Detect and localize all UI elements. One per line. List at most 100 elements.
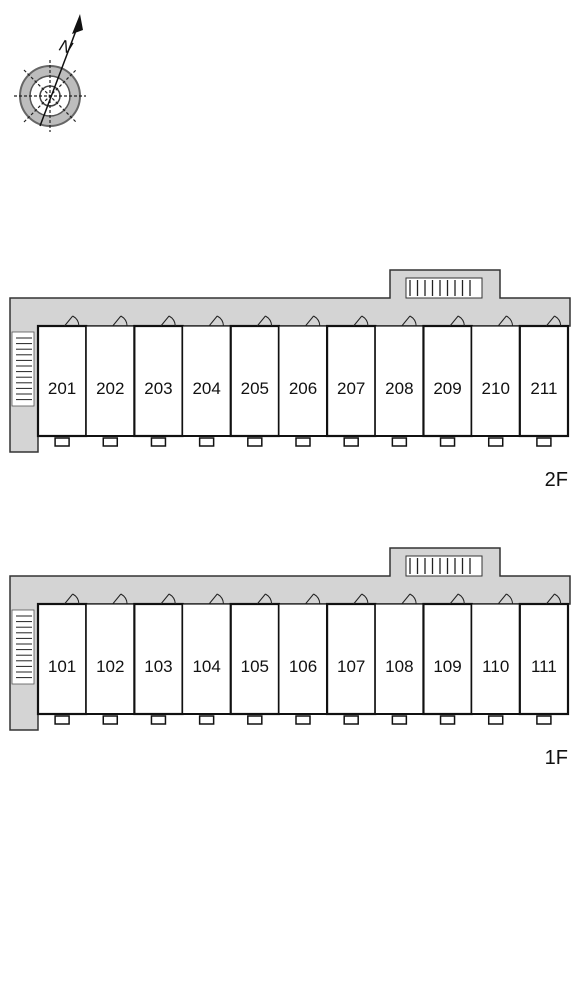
balcony-icon bbox=[391, 715, 408, 725]
balcony-icon bbox=[487, 715, 504, 725]
unit-201: 201 bbox=[36, 315, 88, 447]
unit-number-111: 111 bbox=[531, 657, 557, 676]
side-stairs bbox=[11, 609, 35, 685]
balcony-icon bbox=[102, 437, 119, 447]
door-icon bbox=[353, 315, 369, 327]
door-icon bbox=[112, 315, 128, 327]
door-icon bbox=[545, 593, 562, 605]
door-icon bbox=[208, 593, 224, 605]
door-icon bbox=[160, 315, 176, 327]
unit-102: 102 bbox=[85, 593, 135, 725]
unit-210: 210 bbox=[471, 315, 521, 447]
unit-number-106: 106 bbox=[289, 657, 317, 676]
unit-number-105: 105 bbox=[241, 657, 269, 676]
upper-stairs bbox=[405, 277, 483, 299]
unit-204: 204 bbox=[181, 315, 232, 447]
floor-1f: 101 102 103 104 105 106 107 108 109 110 111 1F bbox=[9, 547, 571, 769]
compass-icon: N bbox=[14, 14, 86, 132]
balcony-icon bbox=[391, 437, 408, 447]
door-icon bbox=[208, 315, 224, 327]
unit-number-104: 104 bbox=[192, 657, 220, 676]
balcony-icon bbox=[536, 715, 552, 725]
unit-202: 202 bbox=[85, 315, 135, 447]
unit-number-211: 211 bbox=[530, 379, 557, 398]
floor-2f: 201 202 203 204 205 206 207 208 209 210 211 2F bbox=[9, 269, 571, 491]
unit-110: 110 bbox=[471, 593, 521, 725]
unit-107: 107 bbox=[325, 593, 377, 725]
door-icon bbox=[305, 593, 321, 605]
door-icon bbox=[160, 593, 176, 605]
unit-205: 205 bbox=[229, 315, 281, 447]
floor-label-1F: 1F bbox=[545, 747, 568, 769]
balcony-icon bbox=[487, 437, 504, 447]
unit-number-110: 110 bbox=[482, 657, 509, 676]
unit-number-107: 107 bbox=[337, 657, 365, 676]
balcony-icon bbox=[54, 437, 70, 447]
floor-label-2F: 2F bbox=[545, 469, 568, 491]
door-icon bbox=[64, 593, 80, 605]
unit-number-201: 201 bbox=[48, 379, 76, 398]
unit-number-101: 101 bbox=[48, 657, 76, 676]
unit-111: 111 bbox=[518, 593, 570, 725]
balcony-icon bbox=[247, 715, 263, 725]
door-icon bbox=[256, 593, 273, 605]
balcony-icon bbox=[102, 715, 119, 725]
balcony-icon bbox=[198, 437, 215, 447]
unit-209: 209 bbox=[422, 315, 473, 447]
door-icon bbox=[256, 315, 273, 327]
unit-number-204: 204 bbox=[192, 379, 220, 398]
north-label: N bbox=[57, 36, 76, 58]
unit-104: 104 bbox=[181, 593, 232, 725]
door-icon bbox=[64, 315, 80, 327]
balcony-icon bbox=[295, 437, 311, 447]
unit-208: 208 bbox=[374, 315, 425, 447]
balcony-icon bbox=[198, 715, 215, 725]
unit-109: 109 bbox=[422, 593, 473, 725]
unit-number-205: 205 bbox=[241, 379, 269, 398]
side-stairs bbox=[11, 331, 35, 407]
door-icon bbox=[401, 593, 417, 605]
unit-106: 106 bbox=[278, 593, 328, 725]
unit-108: 108 bbox=[374, 593, 425, 725]
balcony-icon bbox=[247, 437, 263, 447]
unit-number-207: 207 bbox=[337, 379, 365, 398]
unit-101: 101 bbox=[36, 593, 88, 725]
balcony-icon bbox=[439, 437, 456, 447]
balcony-icon bbox=[150, 715, 167, 725]
balcony-icon bbox=[343, 437, 359, 447]
unit-number-203: 203 bbox=[144, 379, 172, 398]
balcony-icon bbox=[536, 437, 552, 447]
door-icon bbox=[497, 315, 514, 327]
balcony-icon bbox=[439, 715, 456, 725]
balcony-icon bbox=[295, 715, 311, 725]
unit-number-102: 102 bbox=[96, 657, 124, 676]
unit-203: 203 bbox=[133, 315, 184, 447]
unit-211: 211 bbox=[518, 315, 570, 447]
unit-105: 105 bbox=[229, 593, 281, 725]
unit-number-109: 109 bbox=[433, 657, 461, 676]
north-arrow-icon bbox=[72, 14, 83, 34]
unit-number-202: 202 bbox=[96, 379, 124, 398]
upper-stairs bbox=[405, 555, 483, 577]
unit-number-208: 208 bbox=[385, 379, 413, 398]
balcony-icon bbox=[343, 715, 359, 725]
unit-207: 207 bbox=[325, 315, 377, 447]
door-icon bbox=[545, 315, 562, 327]
door-icon bbox=[112, 593, 128, 605]
balcony-icon bbox=[54, 715, 70, 725]
door-icon bbox=[497, 593, 514, 605]
unit-103: 103 bbox=[133, 593, 184, 725]
door-icon bbox=[449, 315, 465, 327]
door-icon bbox=[305, 315, 321, 327]
unit-number-108: 108 bbox=[385, 657, 413, 676]
balcony-icon bbox=[150, 437, 167, 447]
door-icon bbox=[401, 315, 417, 327]
unit-number-103: 103 bbox=[144, 657, 172, 676]
door-icon bbox=[449, 593, 465, 605]
unit-number-206: 206 bbox=[289, 379, 317, 398]
door-icon bbox=[353, 593, 369, 605]
unit-206: 206 bbox=[278, 315, 328, 447]
unit-number-209: 209 bbox=[433, 379, 461, 398]
unit-number-210: 210 bbox=[482, 379, 510, 398]
